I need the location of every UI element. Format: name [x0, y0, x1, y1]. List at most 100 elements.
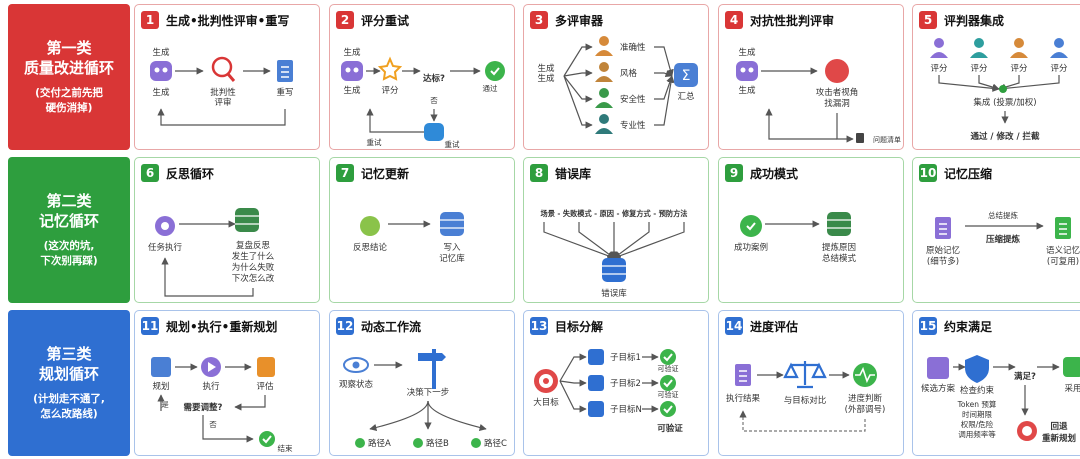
flow-arrow: [613, 222, 650, 259]
sum-icon: [674, 63, 698, 87]
card-diagram: 生成生成批判性评审重写: [150, 47, 294, 126]
magnifier-icon: [226, 73, 236, 82]
check-icon: [485, 61, 505, 81]
person-icon: [595, 128, 613, 134]
star-icon: [377, 56, 403, 81]
speech-bubble-icon: [360, 216, 380, 236]
card-number-badge: 14: [725, 317, 743, 335]
diagram-label: 成功案例: [734, 242, 768, 253]
card-title: 错误库: [555, 166, 592, 181]
adversary-icon: [825, 59, 849, 83]
diagram-label: 否: [209, 420, 217, 429]
card-title: 记忆更新: [361, 166, 410, 181]
database-icon: [827, 212, 851, 236]
diagram-label: 集成 (投票/加权): [973, 97, 1036, 108]
diagram-label: 执行: [202, 381, 220, 392]
diagram-label: 原始记忆: [926, 245, 961, 256]
diagram-label: 生成: [152, 47, 170, 58]
diagram-label: 任务执行: [148, 242, 183, 253]
person-icon: [599, 114, 609, 124]
diagram-label: 重写: [276, 87, 293, 98]
category-subtitle: (这次的坑,: [43, 240, 95, 252]
diagram-label: 评分: [381, 86, 399, 96]
diagram-label: Token 预算: [957, 399, 997, 409]
flow-arrow: [157, 108, 286, 126]
card-title: 评判器集成: [944, 13, 1005, 28]
diagram-label: 通过: [483, 83, 498, 93]
flow-arrow: [366, 108, 424, 133]
robot-eye-icon: [154, 67, 160, 73]
diagram-label: 权限/危险: [961, 419, 994, 429]
flow-arrow: [613, 222, 685, 260]
diagram-label: 否: [430, 96, 438, 105]
path-dot-icon: [355, 438, 365, 448]
diagram-label: 结束: [278, 443, 293, 453]
flow-arrow: [563, 75, 593, 103]
category-title: 规划循环: [38, 365, 99, 383]
path-dot-icon: [471, 438, 481, 448]
diagram-label: 采用: [1064, 383, 1080, 394]
diagram-label: 决策下一步: [407, 387, 450, 398]
flow-arrow: [765, 108, 837, 140]
card-diagram: 执行结果与目标对比进度判断(外部调号): [726, 361, 886, 432]
check-icon: [746, 222, 756, 231]
retry-icon: [424, 123, 444, 141]
diagram-label: 需要调整?: [184, 402, 223, 413]
category-number: 第二类: [46, 192, 92, 210]
merge-icon: [999, 85, 1007, 93]
database-icon: [440, 212, 464, 236]
card-title: 进度评估: [750, 319, 799, 334]
flow-arrow: [654, 46, 674, 77]
category-subtitle: 怎么改路线): [40, 408, 98, 420]
diagram-label: 生成: [537, 63, 555, 74]
diagram-label: 评估: [256, 381, 274, 392]
diagram-label: 路径C: [484, 438, 507, 449]
check-icon: [663, 405, 673, 414]
flow-arrow: [161, 257, 254, 297]
card-number-badge: 13: [530, 317, 548, 335]
diagram-label: 重新规划: [1042, 433, 1076, 444]
database-icon: [235, 208, 259, 232]
card-progress-evaluation: 14 进度评估执行结果与目标对比进度判断(外部调号): [718, 310, 904, 456]
path-dot-icon: [413, 438, 423, 448]
diagram-label: 批判性: [210, 87, 236, 98]
sum-icon: Σ: [682, 68, 691, 84]
robot-eye-icon: [748, 67, 754, 73]
person-icon: [970, 52, 988, 58]
document-icon: [735, 364, 751, 386]
card-diagram: 反思结论写入记忆库: [353, 212, 465, 264]
diagram-label: 评审: [214, 97, 231, 108]
card-number-badge: 1: [141, 11, 159, 29]
card-number-badge: 5: [919, 11, 937, 29]
grid-icon: [927, 357, 949, 379]
diagram-label: 时间期限: [962, 409, 992, 419]
check-icon: [660, 401, 676, 417]
flow-arrow: [578, 222, 615, 259]
flow-arrow: [739, 410, 866, 432]
magnifier-icon: [211, 56, 233, 78]
person-icon: [934, 38, 944, 48]
database-icon: [602, 258, 626, 282]
diagram-label: 写入: [443, 243, 461, 253]
check-icon: [660, 375, 676, 391]
category-planning-loop: 第三类 规划循环 (计划走不通了, 怎么改路线): [8, 310, 130, 456]
diagram-label: 准确性: [620, 42, 646, 53]
diagram-label: (外部调号): [845, 404, 886, 415]
